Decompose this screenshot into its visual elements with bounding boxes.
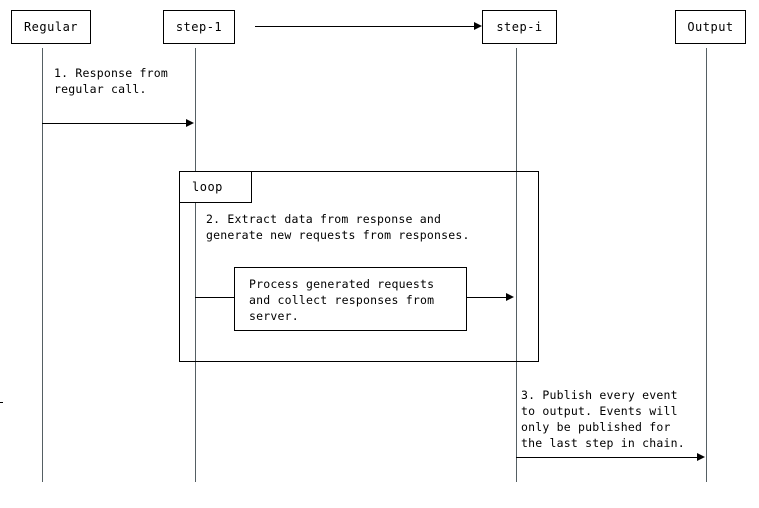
message-3-label: 3. Publish every event to output. Events…	[521, 388, 685, 450]
lifeline-step-1	[195, 48, 196, 482]
participant-step-i-label: step-i	[496, 20, 543, 34]
lifeline-step-i	[516, 48, 517, 482]
message-2-label: 2. Extract data from response and genera…	[206, 212, 470, 242]
loop-fragment[interactable]: loop	[179, 171, 539, 362]
loop-fragment-operator-tab: loop	[180, 172, 252, 203]
message-1-label: 1. Response from regular call.	[54, 66, 168, 96]
chain-arrow-head-icon	[474, 22, 482, 30]
participant-output-label: Output	[687, 20, 734, 34]
message-3-arrow-line	[516, 457, 698, 458]
lifeline-regular	[42, 48, 43, 482]
loop-fragment-operator-label: loop	[192, 180, 223, 194]
message-3-arrow-head-icon	[697, 453, 705, 461]
boxed-message-arrow-head-icon	[506, 293, 514, 301]
participant-regular-label: Regular	[23, 20, 79, 34]
chain-arrow-line	[255, 26, 476, 27]
participant-regular[interactable]: Regular	[11, 10, 91, 44]
participant-step-1[interactable]: step-1	[163, 10, 235, 44]
boxed-message-arrow-line-right	[467, 297, 508, 298]
participant-step-1-label: step-1	[175, 20, 223, 34]
boxed-message-label: Process generated requests and collect r…	[234, 267, 467, 331]
message-1-arrow-head-icon	[186, 119, 194, 127]
canvas-edge-tick	[0, 402, 3, 403]
boxed-message-arrow-line-left	[195, 297, 235, 298]
message-1-arrow-line	[42, 123, 187, 124]
participant-step-i[interactable]: step-i	[482, 10, 557, 44]
lifeline-output	[706, 48, 707, 482]
participant-output[interactable]: Output	[675, 10, 746, 44]
